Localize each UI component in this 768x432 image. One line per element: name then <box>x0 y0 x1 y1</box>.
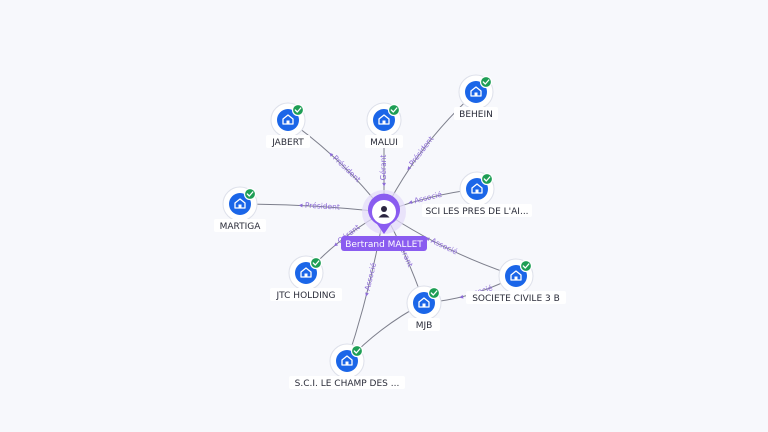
company-label-bg <box>365 135 403 148</box>
edge-label-center-malui: ◂ Gérant <box>379 155 388 187</box>
company-node-jabert[interactable]: JABERT <box>266 102 310 148</box>
company-node-circle <box>336 350 358 372</box>
company-label-bg <box>454 107 498 120</box>
company-node-sci-champ[interactable]: S.C.I. LE CHAMP DES ... <box>289 343 405 389</box>
building-icon <box>282 114 294 125</box>
verified-check-icon <box>479 75 493 89</box>
company-node-jtc[interactable]: JTC HOLDING <box>270 255 342 301</box>
company-node-malui[interactable]: MALUI <box>365 102 403 148</box>
verified-check-icon <box>243 187 257 201</box>
company-label: S.C.I. LE CHAMP DES ... <box>295 379 400 389</box>
company-label: MALUI <box>370 138 398 148</box>
company-label: SCI LES PRES DE L'AI... <box>425 207 528 217</box>
company-node-circle <box>466 178 488 200</box>
nodes-layer: JABERT MALUI BEHEIN MARTIGA SCI LES PRES DE … <box>214 74 566 389</box>
verified-check-icon <box>427 286 441 300</box>
edge-label-center-behein: ◂ Président <box>403 134 435 172</box>
building-icon <box>471 183 483 194</box>
company-node-circle <box>295 262 317 284</box>
company-label-bg <box>270 288 342 301</box>
company-label: JABERT <box>271 138 304 148</box>
company-label: BEHEIN <box>459 110 493 120</box>
company-node-circle <box>229 193 251 215</box>
company-label: MJB <box>416 321 433 331</box>
building-icon <box>234 198 246 209</box>
company-label: JTC HOLDING <box>276 291 336 301</box>
company-node-mjb[interactable]: MJB <box>406 285 442 331</box>
company-label-bg <box>422 204 532 217</box>
verified-check-icon <box>350 344 364 358</box>
company-node-martiga[interactable]: MARTIGA <box>214 186 266 232</box>
verified-check-icon <box>480 172 494 186</box>
building-icon <box>378 114 390 125</box>
center-person-node[interactable]: Bertrand MALLET <box>341 190 427 251</box>
building-icon <box>300 267 312 278</box>
company-label-bg <box>266 135 310 148</box>
building-icon <box>510 270 522 281</box>
building-icon <box>341 355 353 366</box>
company-label-bg <box>408 318 440 331</box>
company-label-bg <box>466 291 566 304</box>
center-label-badge <box>341 236 427 251</box>
building-icon <box>470 86 482 97</box>
edge-label-center-sci-champ: ◂ Associé <box>361 261 378 297</box>
company-label: MARTIGA <box>220 222 262 232</box>
person-icon <box>378 206 390 218</box>
verified-check-icon <box>291 103 305 117</box>
company-label-bg <box>289 376 405 389</box>
company-label-bg <box>214 219 266 232</box>
center-label: Bertrand MALLET <box>345 240 423 250</box>
edge-label-center-sc3b: ◂ Associé <box>424 233 459 256</box>
verified-check-icon <box>309 256 323 270</box>
company-node-behein[interactable]: BEHEIN <box>454 74 498 120</box>
company-node-sci-pres[interactable]: SCI LES PRES DE L'AI... <box>422 171 532 217</box>
company-node-circle <box>465 81 487 103</box>
building-icon <box>418 297 430 308</box>
company-node-circle <box>373 109 395 131</box>
verified-check-icon <box>519 259 533 273</box>
company-node-circle <box>413 292 435 314</box>
verified-check-icon <box>387 103 401 117</box>
edge-label-center-martiga: ◂ Président <box>299 200 341 211</box>
company-label: SOCIETE CIVILE 3 B <box>472 294 560 304</box>
company-node-circle <box>505 265 527 287</box>
company-node-sc3b[interactable]: SOCIETE CIVILE 3 B <box>466 258 566 304</box>
company-node-circle <box>277 109 299 131</box>
edge-label-center-jabert: ◂ Président <box>327 149 363 184</box>
